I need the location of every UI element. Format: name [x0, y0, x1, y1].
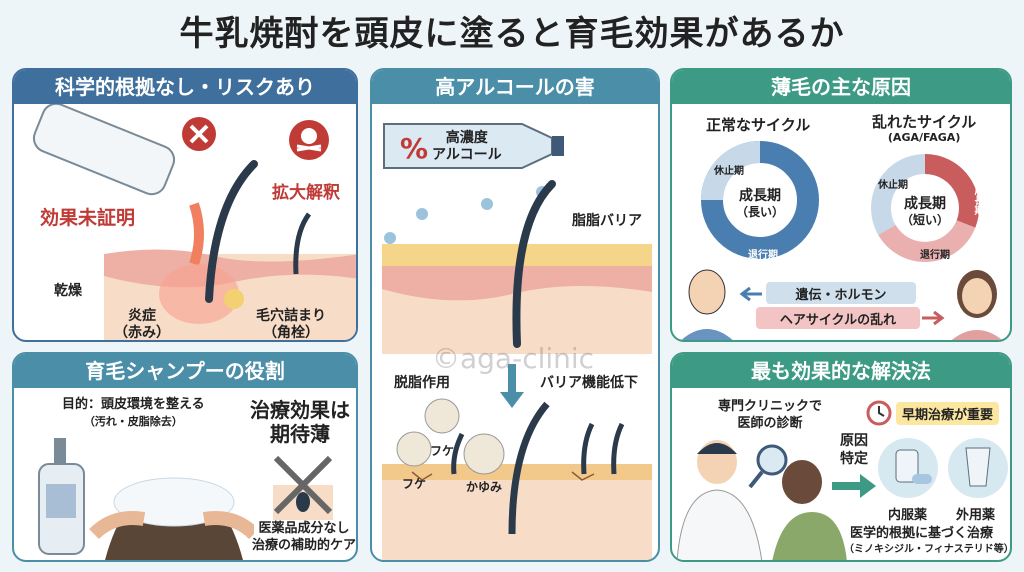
- identify-text: 原因特定: [840, 432, 868, 468]
- barrier-down-label: バリア機能低下: [540, 375, 638, 391]
- cycle-disorder-label: ヘアサイクルの乱れ: [779, 313, 897, 328]
- disturbed-growth-small: 成長期: [972, 185, 983, 215]
- topical-label: 外用薬: [956, 508, 996, 523]
- panel-shampoo: 育毛シャンプーの役割 目的：頭皮環境を整える （汚れ・皮脂除去） 治療効果は期待薄…: [12, 352, 358, 562]
- panel-header: 薄毛の主な原因: [672, 70, 1010, 104]
- diagnosis-text: 専門クリニックで医師の診断: [718, 398, 822, 432]
- note-line2: 治療の補助的ケア: [252, 538, 357, 553]
- growth-text-2: 成長期: [904, 196, 946, 212]
- itch-label: かゆみ: [466, 480, 503, 494]
- panel-header: 高アルコールの害: [372, 70, 658, 104]
- bottle-icon: [32, 104, 176, 196]
- bottle-line2: アルコール: [432, 147, 502, 163]
- man-avatar: [681, 269, 733, 340]
- inflammation-sub: （赤み）: [114, 325, 170, 341]
- inflammation-text: 炎症: [128, 308, 156, 324]
- disturbed-cycle-donut: [871, 154, 979, 262]
- purpose-line: 目的：頭皮環境を整える: [62, 397, 205, 412]
- genetics-label: 遺伝・ホルモン: [795, 288, 887, 303]
- exaggeration-label: 拡大解釈: [272, 183, 340, 203]
- people-illustration: [681, 269, 1003, 340]
- panel-risk: 科学的根拠なし・リスクあり 拡大解釈 効果未証明 乾燥 炎症（赤み） 毛穴詰まり…: [12, 68, 358, 342]
- identify-line1: 原因: [840, 433, 868, 449]
- panel-solution: 最も効果的な解決法 専門クリニックで医師の診断 原因特定 早期治療が重要 内服薬…: [670, 352, 1012, 562]
- dandruff-label-2: フケ: [402, 477, 427, 491]
- growth-text: 成長期: [739, 188, 781, 204]
- effect-text: 治療効果は期待薄: [250, 398, 350, 446]
- panel-header: 最も効果的な解決法: [672, 354, 1010, 388]
- effect-line1: 治療効果は: [250, 398, 350, 422]
- disturbed-growth-label: 成長期（短い）: [901, 196, 949, 228]
- speech-bubble-icon: [396, 398, 505, 475]
- arrow-right-icon: [832, 474, 876, 498]
- purpose-sub: （汚れ・皮脂除去）: [83, 415, 183, 428]
- drugs-text: （ミノキシジル・フィナステリド等）: [844, 544, 1012, 555]
- inflammation-label: 炎症（赤み）: [114, 308, 170, 341]
- magnifier-icon: [748, 444, 788, 489]
- topical-medicine-icon: [948, 438, 1008, 498]
- panel-cause: 薄毛の主な原因 正常なサイクル 乱れたサイクル(AGA/FAGA) 休止期 成長…: [670, 68, 1012, 342]
- oral-label: 内服薬: [888, 508, 928, 523]
- effect-line2: 期待薄: [270, 422, 330, 446]
- diagnosis-line2: 医師の診断: [737, 416, 803, 431]
- panel-alcohol: 高アルコールの害 % 高濃度アルコール 脂脂バリア ©aga-clinic 脱脂…: [370, 68, 660, 562]
- panel-header: 科学的根拠なし・リスクあり: [14, 70, 356, 104]
- degrease-label: 脱脂作用: [394, 375, 450, 391]
- disturbed-cycle-title: 乱れたサイクル(AGA/FAGA): [872, 114, 976, 146]
- clock-icon: [866, 400, 892, 426]
- identify-line2: 特定: [840, 451, 868, 467]
- skull-icon: [289, 120, 329, 160]
- dandruff-label-1: フケ: [430, 444, 455, 458]
- disturbed-regress-label: 退行期: [920, 250, 950, 261]
- page-title: 牛乳焼酎を頭皮に塗ると育毛効果があるか: [179, 14, 845, 54]
- normal-growth-label: 成長期（長い）: [736, 188, 784, 220]
- unproven-label: 効果未証明: [40, 207, 136, 229]
- alcohol-illustration: [382, 123, 652, 560]
- x-mark-icon: [182, 117, 216, 151]
- watermark: ©aga-clinic: [432, 342, 595, 375]
- clog-text: 毛穴詰まり: [256, 308, 326, 324]
- clog-sub: （角栓）: [263, 325, 319, 341]
- disturbed-sub: (AGA/FAGA): [887, 131, 961, 144]
- barrier-label: 脂脂バリア: [572, 213, 642, 229]
- risk-illustration: [32, 104, 356, 340]
- normal-cycle-title: 正常なサイクル: [706, 116, 811, 134]
- note-text: 医薬品成分なし治療の補助的ケア: [252, 520, 356, 554]
- normal-rest-label: 休止期: [714, 166, 744, 177]
- disturbed-title-text: 乱れたサイクル: [872, 113, 977, 131]
- medicine-icons: [878, 438, 1008, 498]
- doctor-illustration: [676, 440, 847, 560]
- long-text: （長い）: [736, 205, 785, 219]
- oral-medicine-icon: [878, 438, 938, 498]
- evidence-text: 医学的根拠に基づく治療: [850, 526, 994, 541]
- no-effect-cross-icon: [273, 455, 333, 520]
- bottle-label: 高濃度アルコール: [432, 130, 502, 164]
- patient-avatar: [772, 460, 847, 560]
- doctor-avatar: [676, 440, 763, 560]
- note-line1: 医薬品成分なし: [258, 521, 350, 536]
- woman-avatar: [951, 270, 1003, 340]
- dryness-label: 乾燥: [54, 283, 82, 299]
- panel-header: 育毛シャンプーの役割: [14, 354, 356, 388]
- clog-label: 毛穴詰まり（角栓）: [256, 308, 326, 341]
- cycle-donuts: [701, 141, 979, 262]
- bottle-line1: 高濃度: [445, 130, 488, 146]
- alcohol-bottle-icon: [383, 123, 564, 169]
- early-treatment-badge: 早期治療が重要: [896, 402, 1000, 425]
- normal-regress-label: 退行期: [748, 250, 778, 261]
- purpose-text: 目的：頭皮環境を整える （汚れ・皮脂除去）: [62, 396, 205, 430]
- diagnosis-line1: 専門クリニックで: [718, 399, 823, 414]
- bottle-pct: %: [400, 132, 429, 165]
- normal-cycle-donut: [701, 141, 819, 259]
- shampoo-bottle-icon: [38, 438, 85, 555]
- disturbed-rest-label: 休止期: [878, 180, 908, 191]
- short-text: （短い）: [901, 213, 950, 227]
- shampoo-illustration: [38, 438, 254, 560]
